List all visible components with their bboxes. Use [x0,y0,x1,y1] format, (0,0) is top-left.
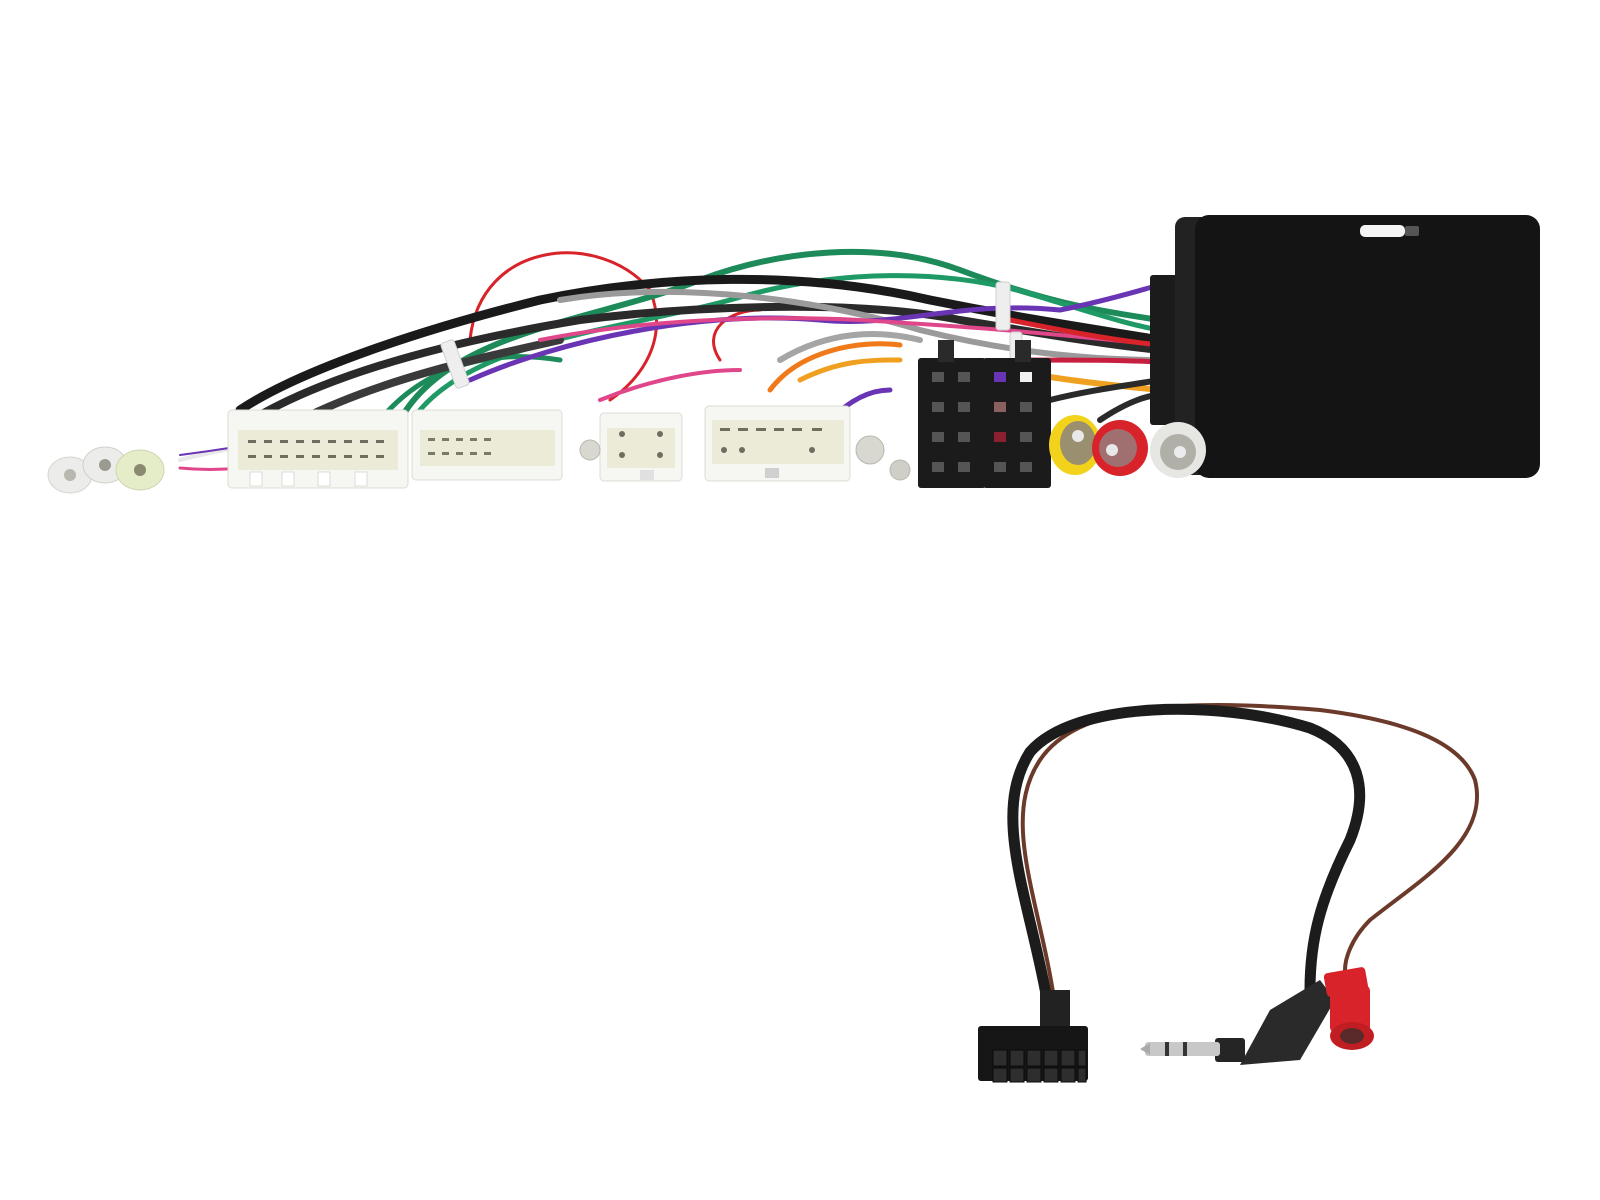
white-connector-3 [599,412,683,482]
rca-plug-red [1092,420,1148,476]
white-connector-4 [704,405,851,482]
jack-plug [1140,980,1335,1065]
loose-pin-connectors [47,446,165,494]
indicator-slot [1360,225,1405,237]
white-connector-1 [227,409,409,489]
rca-plug-white [1150,422,1206,478]
iso-connector-2 [983,340,1051,488]
rca-plug-yellow [1049,415,1101,475]
iso-connector-1 [918,340,986,488]
molex-connector [978,990,1088,1083]
white-connector-2 [411,409,563,481]
antenna-connector-red [1323,967,1374,1050]
patch-lead-cables [1007,703,1479,1011]
interface-box [1150,215,1540,478]
